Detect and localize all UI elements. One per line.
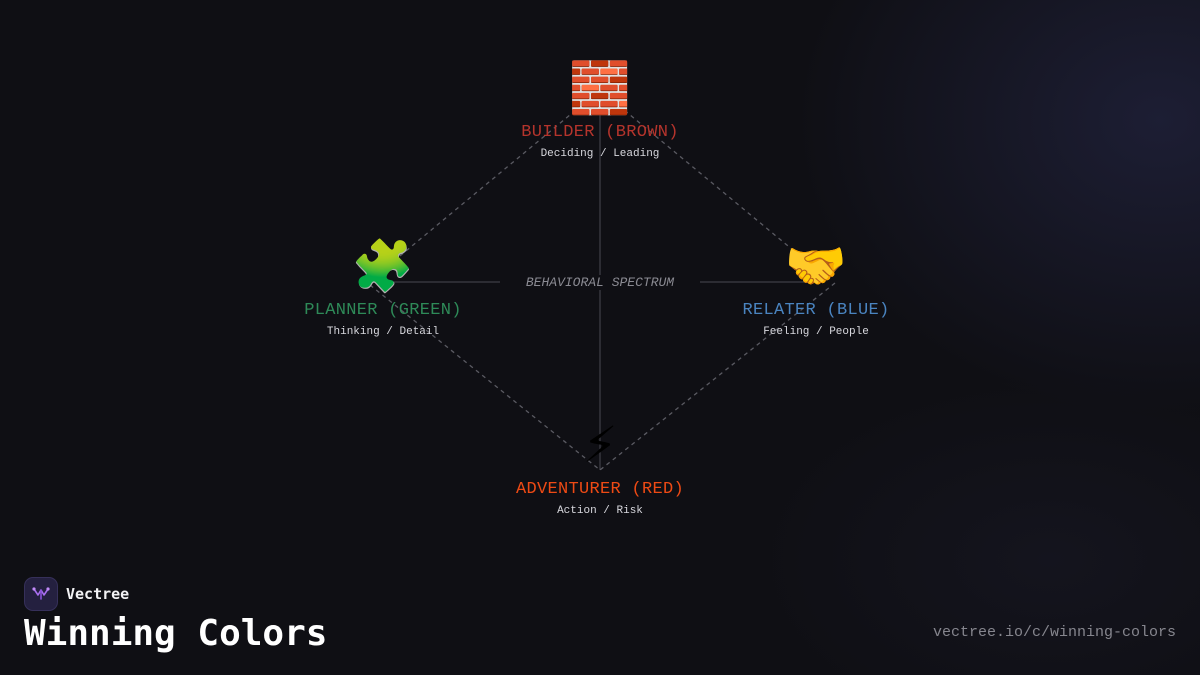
lightning-icon: ⚡ [582,416,618,474]
connector-builder-relater [599,89,818,271]
connector-builder-planner [382,89,601,271]
handshake-icon: 🤝 [784,237,848,295]
puzzle-icon: 🧩 [351,237,415,295]
connector-relater-adventurer [599,282,836,471]
node-subtitle: Deciding / Leading [540,148,660,160]
node-builder: 🧱 BUILDER (BROWN) Deciding / Leading [470,58,730,162]
brick-icon: 🧱 [568,59,632,117]
node-title: PLANNER (GREEN) [304,301,462,320]
node-planner: 🧩 PLANNER (GREEN) Thinking / Detail [253,236,513,340]
node-title: BUILDER (BROWN) [521,123,679,142]
brand: Vectree [24,577,129,611]
node-subtitle: Feeling / People [763,326,869,338]
node-title: ADVENTURER (RED) [515,480,685,499]
node-subtitle: Thinking / Detail [326,326,440,338]
node-adventurer: ⚡ ADVENTURER (RED) Action / Risk [470,415,730,519]
page-title: Winning Colors [24,613,328,654]
node-title: RELATER (BLUE) [742,301,890,320]
source-url[interactable]: vectree.io/c/winning-colors [932,624,1176,641]
connector-planner-adventurer [369,284,601,471]
node-subtitle: Action / Risk [557,505,643,517]
center-label: BEHAVIORAL SPECTRUM [500,275,700,290]
vectree-logo-icon [24,577,58,611]
brand-name: Vectree [66,585,130,603]
node-relater: 🤝 RELATER (BLUE) Feeling / People [686,236,946,340]
